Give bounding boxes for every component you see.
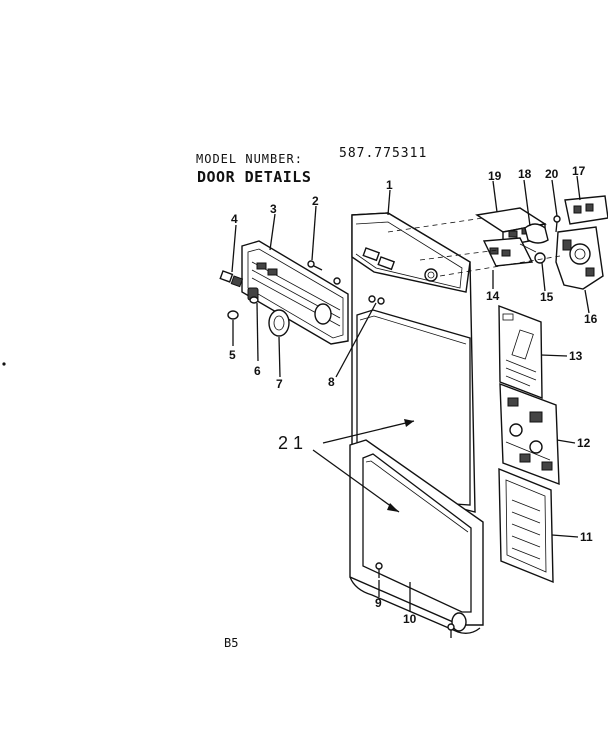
- leader-lines: [231, 175, 590, 612]
- panel-11: [498, 467, 554, 584]
- callout-1: 1: [386, 178, 393, 192]
- switch-17: [564, 195, 608, 225]
- callout-18: 18: [518, 167, 532, 181]
- callout-17: 17: [572, 164, 586, 178]
- switch-assembly-14: [482, 237, 537, 267]
- diagram-title: DOOR DETAILS: [197, 168, 312, 186]
- console-trim: [241, 240, 349, 345]
- callout-5: 5: [229, 348, 236, 362]
- callout-12: 12: [577, 436, 591, 450]
- callout-19: 19: [488, 169, 502, 183]
- callout-7: 7: [276, 377, 283, 391]
- callouts: 1 2 3 4 5 6 7 8 9 10 11 12 13 14 15 16 1…: [229, 164, 598, 626]
- lower-door-frame: [349, 439, 484, 634]
- spring-20: [553, 215, 561, 233]
- callout-4: 4: [231, 212, 238, 226]
- assembly-lines: [387, 217, 561, 277]
- callout-15: 15: [540, 290, 554, 304]
- callout-8: 8: [328, 375, 335, 389]
- page-code: B5: [224, 636, 239, 650]
- switch-18: [524, 223, 549, 244]
- knob-skirt-7: [268, 309, 290, 337]
- callout-16: 16: [584, 312, 598, 326]
- callout-2: 2: [312, 194, 319, 208]
- screw-9: [375, 562, 383, 578]
- callout-9: 9: [375, 596, 382, 610]
- circuit-board-12: [499, 382, 560, 486]
- model-number-value: 587.775311: [339, 146, 428, 161]
- callout-14: 14: [486, 289, 500, 303]
- screw-2: [307, 260, 341, 285]
- callout-11: 11: [580, 530, 593, 544]
- scan-dot: [2, 362, 6, 366]
- push-button-4: [219, 270, 244, 288]
- callout-10: 10: [403, 612, 417, 626]
- indicator-lens-5: [227, 310, 239, 320]
- callout-21: 2 1: [278, 433, 303, 453]
- model-number-label: MODEL NUMBER:: [196, 152, 303, 166]
- screw-bottom: [447, 623, 455, 638]
- knob-6: [247, 287, 259, 304]
- knob-15: [534, 252, 546, 264]
- panel-13: [498, 304, 543, 400]
- callout-20: 20: [545, 167, 559, 181]
- timer-16: [555, 226, 604, 290]
- callout-3: 3: [270, 202, 277, 216]
- callout-6: 6: [254, 364, 261, 378]
- callout-13: 13: [569, 349, 583, 363]
